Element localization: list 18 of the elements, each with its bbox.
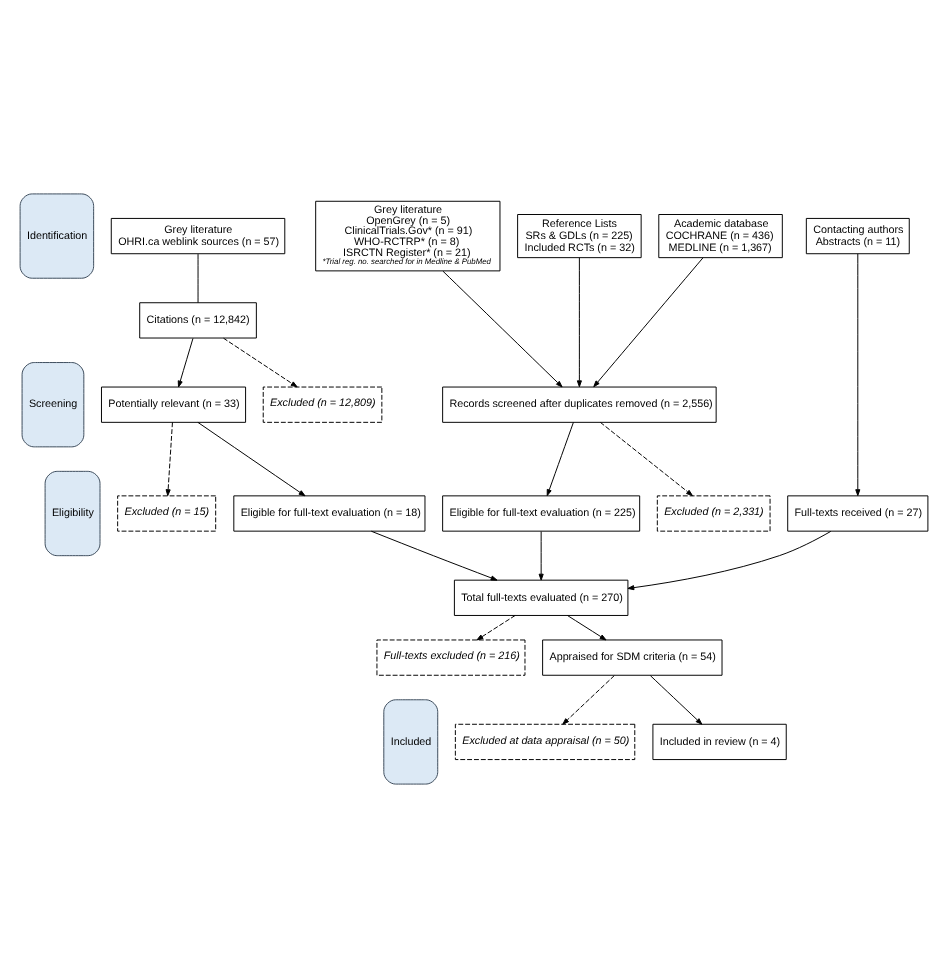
arrow [546, 421, 574, 497]
arrow [855, 253, 861, 497]
arrow [223, 337, 298, 388]
arrow [370, 530, 498, 581]
arrow [567, 615, 607, 641]
arrow [177, 337, 194, 388]
connector [197, 253, 199, 304]
arrow [599, 421, 693, 497]
arrow [593, 257, 704, 388]
arrow [538, 531, 544, 581]
arrow [476, 615, 516, 641]
arrow [627, 530, 832, 591]
arrow [197, 421, 306, 497]
arrow [442, 270, 563, 388]
arrow [649, 675, 703, 725]
arrow [562, 675, 615, 725]
arrow [576, 257, 582, 388]
arrow [165, 421, 173, 497]
